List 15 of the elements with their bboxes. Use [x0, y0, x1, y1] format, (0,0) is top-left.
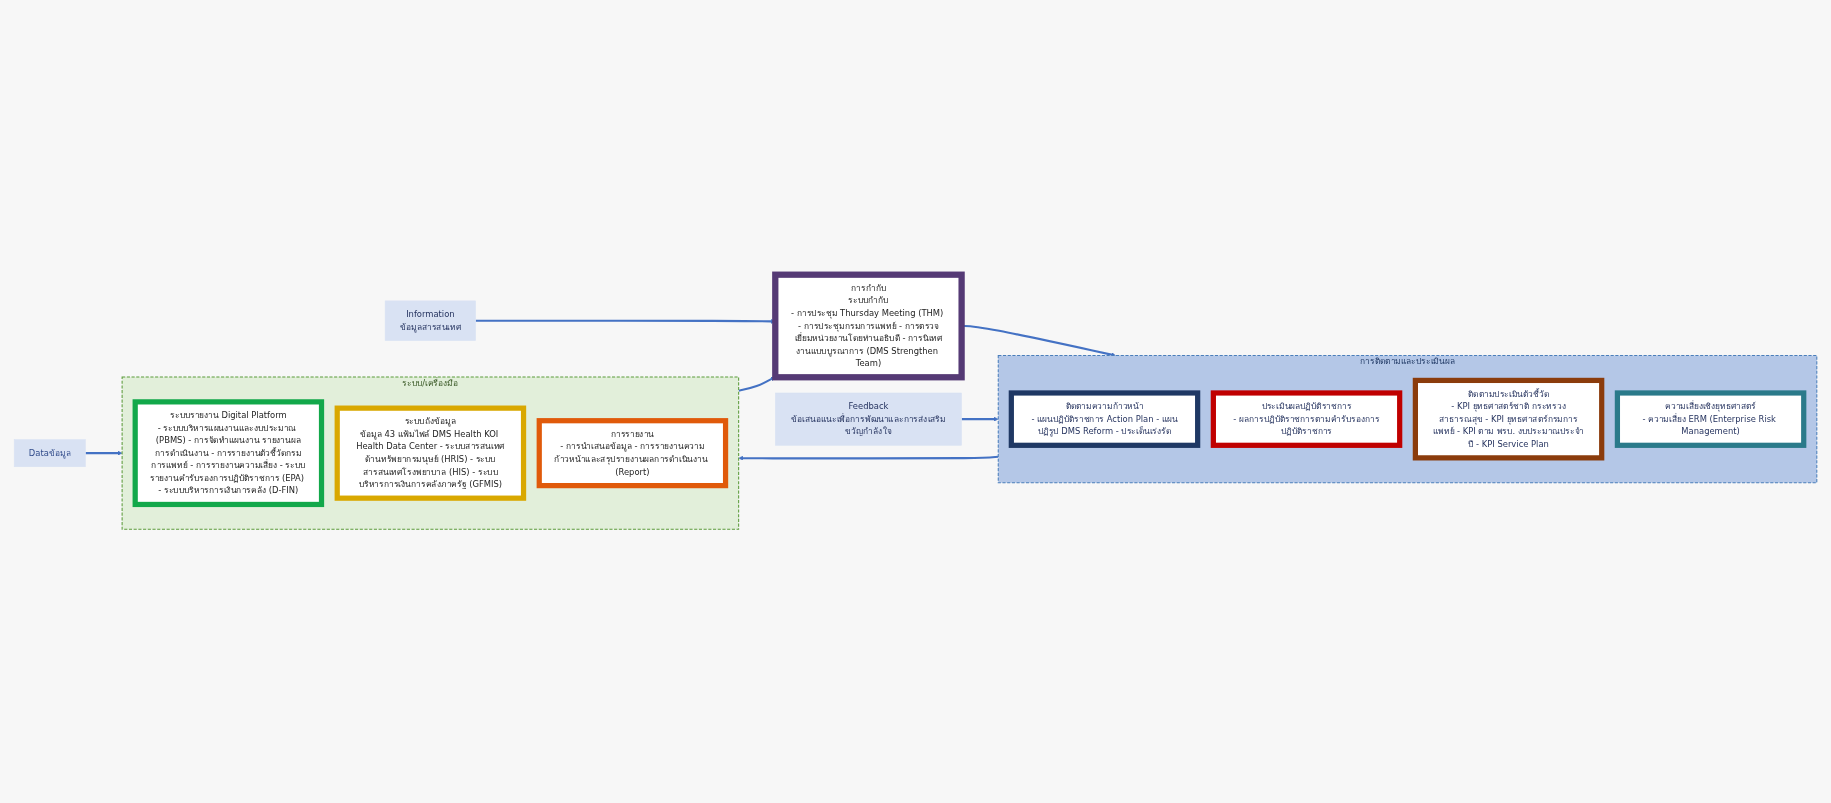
arrow — [738, 376, 776, 392]
node-box: การกำกับ ระบบกำกับ - การประชุม Thursday Meeting (THM) - การประชุมกรมการแพทย์ - การตรวจเยี่ยมหน่วยงานโดยท่านอธิบดี - การนิเทศงานแบบบูรณาการ (DMS Strengthen Team) — [772, 271, 965, 380]
arrow — [961, 416, 999, 421]
arrow — [738, 455, 999, 460]
node-box: ติดตามความก้าวหน้า - แผนปฏิบัติราชการ Action Plan - แผนปฏิรูป DMS Reform - ประเด็นเร่งรัด — [1008, 389, 1201, 448]
node-box: ความเสี่ยงเชิงยุทธศาสตร์ - ความเสี่ยง ERM (Enterprise Risk Management) — [1614, 389, 1807, 448]
node-box: ติดตามประเมินตัวชี้วัด - KPI ยุทธศาสตร์ชาติ กระทรวงสาธารณสุข - KPI ยุทธศาสตร์กรมการแพทย์ - KPI ตาม พรบ. งบประมาณประจำปี - KPI Service Plan — [1412, 377, 1605, 460]
node-box: Dataข้อมูล — [13, 438, 86, 467]
node-box: Feedback ข้อเสนอแนะเพื่อการพัฒนาและการส่งเสริมขวัญกำลังใจ — [775, 392, 962, 446]
arrow — [85, 450, 123, 455]
node-box: ประเมินผลปฏิบัติราชการ - ผลการปฏิบัติราชการตามคำรับรองการปฏิบัติราชการ — [1210, 389, 1403, 448]
node-box: Information ข้อมูลสารสนเทศ — [384, 300, 476, 341]
node-box: การรายงาน - การนำเสนอข้อมูล - การรายงานความก้าวหน้าและสรุปรายงานผลการดำเนินงาน (Report) — [536, 417, 729, 488]
node-box: ระบบถังข้อมูล ข้อมูล 43 แฟ้มไฟล์ DMS Health KOI Health Data Center - ระบบสารสนเทศด้านทรัพยากรมนุษย์ (HRIS) - ระบบสารสนเทศโรงพยาบาล (HIS) - ระบบบริหารการเงินการคลังภาครัฐ (GFMIS) — [334, 405, 527, 501]
node-box: ระบบรายงาน Digital Platform - ระบบบริหารแผนงานและงบประมาณ (PBMS) - การจัดทำแผนงาน รายงานผลการดำเนินงาน - การรายงานตัวชี้วัดกรมการแพทย์ - การรายงานความเสี่ยง - ระบบรายงานคำรับรองการปฏิบัติราชการ (EPA) - ระบบบริหารการเงินการคลัง (D-FIN) — [132, 398, 325, 507]
